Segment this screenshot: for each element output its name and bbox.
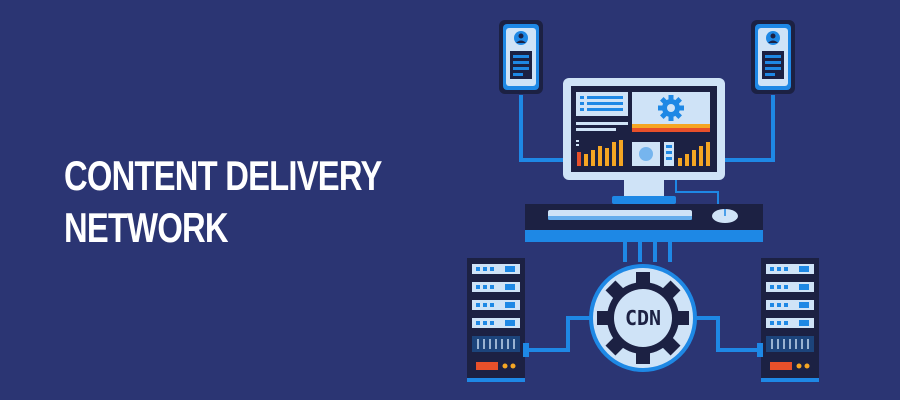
mouse-icon <box>712 209 738 223</box>
desk-edge <box>525 230 763 242</box>
phone-icon <box>751 20 795 94</box>
headline: CONTENT DELIVERY NETWORK <box>64 150 382 254</box>
cdn-hub: CDN <box>589 264 697 372</box>
server-icon <box>467 258 525 382</box>
gear-icon <box>658 95 684 121</box>
phone-icon <box>499 20 543 94</box>
headline-line-1: CONTENT DELIVERY <box>64 152 382 199</box>
connector <box>757 343 763 357</box>
keyboard-icon <box>548 210 692 220</box>
cdn-hub-label: CDN <box>625 306 661 330</box>
connector <box>523 343 529 357</box>
server-icon <box>761 258 819 382</box>
headline-line-2: NETWORK <box>64 204 229 251</box>
monitor-icon <box>563 78 725 204</box>
connection-lines <box>519 95 775 352</box>
